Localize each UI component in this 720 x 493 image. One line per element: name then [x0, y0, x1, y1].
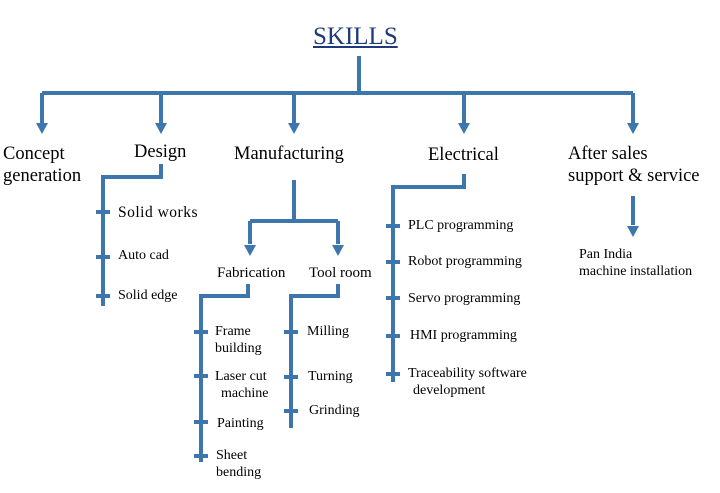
list-tick-icon: [194, 420, 208, 424]
item-line: machine: [221, 385, 269, 401]
category-label-line: generation: [3, 166, 82, 187]
list-tick-icon: [96, 210, 110, 214]
down-arrow-icon: [627, 226, 639, 237]
list-tick-icon: [284, 330, 298, 334]
design-list-line: [101, 164, 163, 306]
after-sales-item: Pan India machine installation: [579, 247, 692, 281]
list-tick-icon: [284, 375, 298, 379]
down-arrow-icon: [332, 245, 344, 256]
item-line: Sheet: [216, 448, 248, 463]
item-line: Frame: [215, 324, 251, 339]
electrical-item: Traceability software development: [408, 366, 527, 400]
list-tick-icon: [386, 260, 400, 264]
down-arrow-icon: [627, 123, 639, 134]
category-after-sales: After sales support & service: [568, 143, 700, 187]
design-item: Solid works: [118, 204, 198, 221]
list-tick-icon: [284, 409, 298, 413]
tool-room-item: Milling: [307, 324, 350, 339]
fabrication-item: Painting: [217, 416, 264, 431]
down-arrow-icon: [155, 123, 167, 134]
fabrication-item: Frame building: [215, 324, 262, 358]
list-tick-icon: [194, 374, 208, 378]
item-line: development: [413, 382, 486, 398]
item-line: building: [215, 340, 262, 356]
diagram-title: SKILLS: [313, 23, 398, 50]
category-electrical: Electrical: [428, 145, 499, 165]
category-concept-generation: Concept generation: [3, 143, 81, 187]
tool-room-list-line: [289, 284, 340, 428]
category-manufacturing: Manufacturing: [234, 144, 344, 164]
tool-room-item: Grinding: [309, 403, 360, 418]
item-line: machine installation: [579, 263, 693, 279]
category-label-line: Concept: [3, 144, 65, 164]
down-arrow-icon: [244, 245, 256, 256]
item-line: Laser cut: [215, 369, 267, 384]
category-label-line: support & service: [568, 166, 700, 187]
list-tick-icon: [96, 294, 110, 298]
down-arrow-icon: [36, 123, 48, 134]
item-line: Pan India: [579, 247, 633, 262]
list-tick-icon: [386, 296, 400, 300]
list-tick-icon: [194, 330, 208, 334]
fabrication-list-line: [199, 284, 250, 462]
list-tick-icon: [386, 334, 400, 338]
category-design: Design: [134, 142, 187, 162]
design-item: Solid edge: [118, 288, 178, 303]
item-line: bending: [216, 464, 262, 480]
list-tick-icon: [386, 224, 400, 228]
down-arrow-icon: [288, 123, 300, 134]
fabrication-item: Sheet bending: [216, 448, 261, 482]
electrical-item: Servo programming: [408, 291, 521, 306]
electrical-list-line: [391, 174, 466, 382]
tool-room-item: Turning: [308, 369, 353, 384]
fabrication-item: Laser cut machine: [215, 369, 268, 403]
design-item: Auto cad: [118, 248, 169, 263]
category-label-line: After sales: [568, 144, 648, 164]
subcategory-fabrication: Fabrication: [217, 265, 286, 281]
electrical-item: PLC programming: [408, 218, 514, 233]
item-line: Traceability software: [408, 366, 527, 381]
list-tick-icon: [96, 255, 110, 259]
list-tick-icon: [194, 454, 208, 458]
subcategory-tool-room: Tool room: [309, 265, 372, 281]
electrical-item: Robot programming: [408, 254, 522, 269]
list-tick-icon: [386, 372, 400, 376]
electrical-item: HMI programming: [410, 328, 517, 343]
down-arrow-icon: [458, 123, 470, 134]
